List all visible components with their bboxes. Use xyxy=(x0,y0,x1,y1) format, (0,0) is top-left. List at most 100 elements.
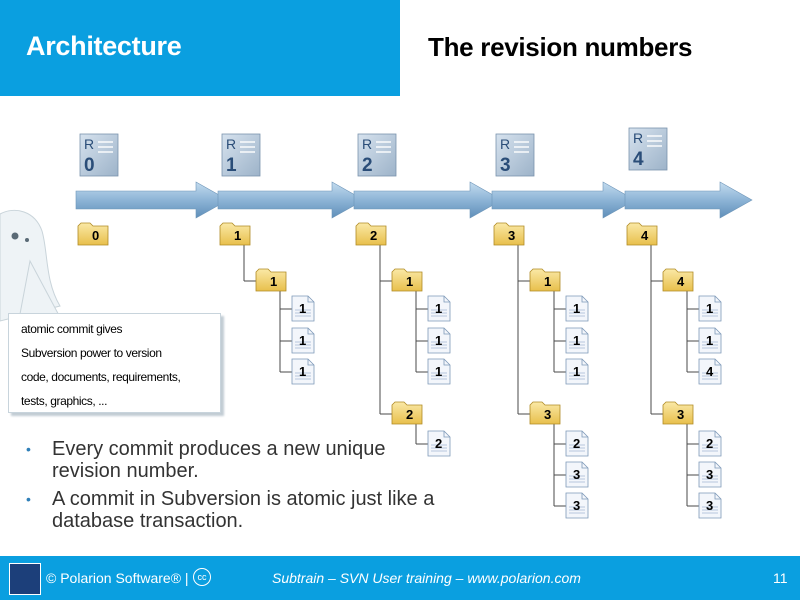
folder-icon: 1 xyxy=(529,268,561,292)
bullet-list: • Every commit produces a new unique rev… xyxy=(24,438,444,538)
file-icon: 4 xyxy=(698,358,722,385)
revision-letter: R xyxy=(84,136,94,152)
bullet-item: • A commit in Subversion is atomic just … xyxy=(26,488,435,532)
file-icon: 3 xyxy=(565,492,589,519)
folder-label: 1 xyxy=(406,274,413,289)
callout-line: code, documents, requirements, xyxy=(21,370,181,384)
polarion-logo-icon xyxy=(9,563,41,595)
folder-label: 1 xyxy=(234,228,241,243)
folder-icon: 1 xyxy=(255,268,287,292)
file-icon: 1 xyxy=(427,295,451,322)
folder-label: 2 xyxy=(406,407,413,422)
folder-icon: 3 xyxy=(493,222,525,246)
file-icon: 3 xyxy=(698,461,722,488)
timeline-arrow-icon xyxy=(75,181,229,219)
file-label: 1 xyxy=(573,364,580,379)
timeline-arrows xyxy=(75,181,753,219)
timeline-arrow-icon xyxy=(353,181,503,219)
timeline-arrow-icon xyxy=(491,181,636,219)
footer-copyright: © Polarion Software® | xyxy=(46,570,189,586)
folder-icon: 3 xyxy=(662,401,694,425)
file-label: 2 xyxy=(573,436,580,451)
footer-bar: © Polarion Software® | cc Subtrain – SVN… xyxy=(0,556,800,600)
folder-icon: 0 xyxy=(77,222,109,246)
revision-number: 0 xyxy=(84,155,95,176)
callout-line: atomic commit gives xyxy=(21,322,123,336)
file-icon: 1 xyxy=(291,327,315,354)
file-label: 1 xyxy=(706,333,713,348)
callout-box: atomic commit gives Subversion power to … xyxy=(8,313,221,413)
folder-icon: 2 xyxy=(355,222,387,246)
revision-marker: R0 xyxy=(79,133,119,177)
folder-label: 3 xyxy=(508,228,515,243)
file-label: 1 xyxy=(435,333,442,348)
revision-number: 3 xyxy=(500,155,511,176)
file-icon: 2 xyxy=(698,430,722,457)
file-label: 4 xyxy=(706,364,714,379)
creative-commons-icon: cc xyxy=(193,568,211,586)
file-icon: 1 xyxy=(698,295,722,322)
file-label: 3 xyxy=(573,498,580,513)
callout-line: tests, graphics, ... xyxy=(21,394,108,408)
revision-number: 2 xyxy=(362,155,373,176)
folder-icon: 2 xyxy=(391,401,423,425)
revision-marker: R2 xyxy=(357,133,397,177)
file-icon: 1 xyxy=(565,358,589,385)
revision-marker: R3 xyxy=(495,133,535,177)
file-icon: 2 xyxy=(565,430,589,457)
revision-letter: R xyxy=(362,136,372,152)
timeline-arrow-icon xyxy=(217,181,365,219)
file-label: 1 xyxy=(573,301,580,316)
file-label: 3 xyxy=(706,467,713,482)
file-icon: 1 xyxy=(698,327,722,354)
footer-course-link[interactable]: Subtrain – SVN User training – www.polar… xyxy=(272,570,581,586)
folder-label: 4 xyxy=(641,228,649,243)
folder-label: 1 xyxy=(270,274,277,289)
bullet-item: • Every commit produces a new unique rev… xyxy=(26,438,386,482)
file-label: 2 xyxy=(706,436,713,451)
header-band: Architecture xyxy=(0,0,400,96)
folder-icon: 1 xyxy=(219,222,251,246)
file-icon: 3 xyxy=(698,492,722,519)
folder-label: 1 xyxy=(544,274,551,289)
file-label: 3 xyxy=(573,467,580,482)
section-title: Architecture xyxy=(26,31,182,61)
file-icon: 2 xyxy=(427,430,451,457)
file-label: 1 xyxy=(706,301,713,316)
file-label: 1 xyxy=(299,364,306,379)
page-number: 11 xyxy=(773,570,788,586)
file-label: 3 xyxy=(706,498,713,513)
file-icon: 1 xyxy=(565,327,589,354)
bullet-dot-icon: • xyxy=(26,441,31,457)
bullet-dot-icon: • xyxy=(26,491,31,507)
revision-letter: R xyxy=(226,136,236,152)
file-label: 2 xyxy=(435,436,442,451)
file-icon: 3 xyxy=(565,461,589,488)
folder-label: 2 xyxy=(370,228,377,243)
folder-label: 3 xyxy=(544,407,551,422)
file-label: 1 xyxy=(435,301,442,316)
file-label: 1 xyxy=(435,364,442,379)
file-icon: 1 xyxy=(291,358,315,385)
revision-marker: R4 xyxy=(628,127,668,171)
revision-marker: R1 xyxy=(221,133,261,177)
file-icon: 1 xyxy=(427,358,451,385)
file-label: 1 xyxy=(573,333,580,348)
file-icon: 1 xyxy=(565,295,589,322)
revision-letter: R xyxy=(633,130,643,146)
file-icon: 1 xyxy=(291,295,315,322)
folder-icon: 4 xyxy=(626,222,658,246)
folder-icon: 3 xyxy=(529,401,561,425)
revision-number: 1 xyxy=(226,155,237,176)
folder-label: 4 xyxy=(677,274,685,289)
folder-label: 0 xyxy=(92,228,99,243)
file-label: 1 xyxy=(299,333,306,348)
file-icon: 1 xyxy=(427,327,451,354)
timeline-arrow-icon xyxy=(624,181,753,219)
revision-number: 4 xyxy=(633,149,644,170)
file-label: 1 xyxy=(299,301,306,316)
slide-title: The revision numbers xyxy=(428,32,693,62)
